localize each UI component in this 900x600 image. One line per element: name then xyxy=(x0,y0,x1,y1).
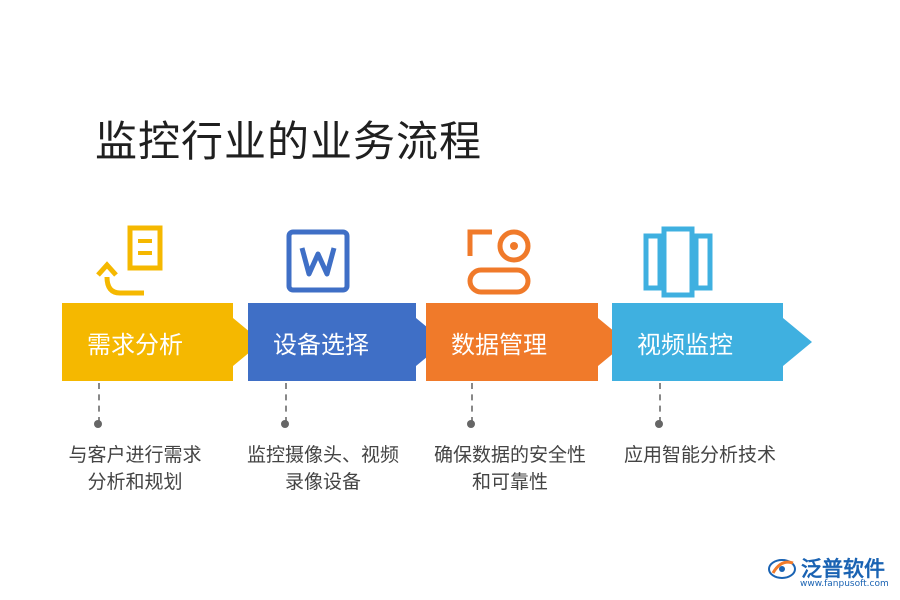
step-3-description: 确保数据的安全性 和可靠性 xyxy=(415,442,605,496)
video-panels-icon xyxy=(643,226,713,298)
step-1-description: 与客户进行需求 分析和规划 xyxy=(40,442,230,496)
step-3-connector xyxy=(471,383,473,423)
step-2-arrow xyxy=(248,303,445,381)
fanpu-logo-icon xyxy=(768,559,796,579)
step-4-arrow xyxy=(612,303,812,381)
step-1-desc-line1: 与客户进行需求 xyxy=(68,444,202,466)
step-2-desc-line2: 录像设备 xyxy=(284,471,361,493)
step-3-dot xyxy=(467,420,475,428)
step-1-dot xyxy=(94,420,102,428)
document-return-icon xyxy=(96,225,163,296)
step-4-connector xyxy=(659,383,661,423)
brand-logo: 泛普软件 xyxy=(767,553,885,583)
data-toggle-icon xyxy=(467,229,531,295)
page-title: 监控行业的业务流程 xyxy=(95,117,483,166)
brand-name: 泛普软件 xyxy=(801,557,885,581)
step-3-desc-line2: 和可靠性 xyxy=(471,471,548,493)
step-1-connector xyxy=(98,383,100,423)
step-2-description: 监控摄像头、视频 录像设备 xyxy=(228,442,418,496)
step-2-label: 设备选择 xyxy=(273,330,369,359)
step-1-label: 需求分析 xyxy=(87,330,183,359)
brand-url: www.fanpusoft.com xyxy=(800,579,889,589)
step-3-arrow xyxy=(426,303,627,381)
step-1-arrow xyxy=(62,303,262,381)
step-3-label: 数据管理 xyxy=(451,330,547,359)
step-3-desc-line1: 确保数据的安全性 xyxy=(433,444,586,466)
step-2-desc-line1: 监控摄像头、视频 xyxy=(246,444,399,466)
step-1-desc-line2: 分析和规划 xyxy=(87,471,183,493)
step-4-desc-line1: 应用智能分析技术 xyxy=(623,444,776,466)
step-4-description: 应用智能分析技术 xyxy=(605,442,795,469)
step-2-connector xyxy=(285,383,287,423)
word-document-icon xyxy=(286,229,350,293)
step-4-label: 视频监控 xyxy=(637,330,733,359)
step-2-dot xyxy=(281,420,289,428)
step-4-dot xyxy=(655,420,663,428)
